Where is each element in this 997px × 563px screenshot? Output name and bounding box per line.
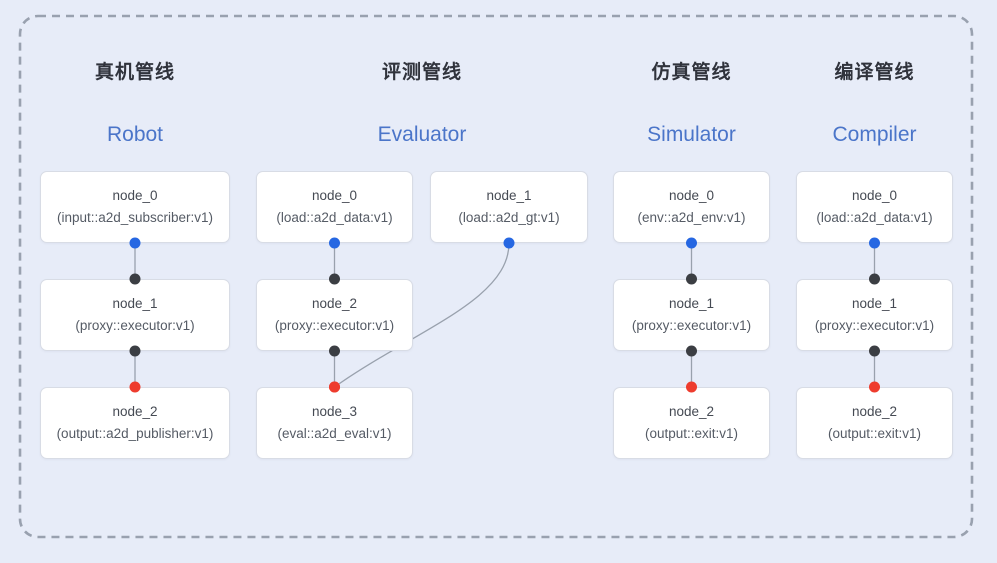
node-type: (proxy::executor:v1) — [75, 318, 195, 333]
node-type: (proxy::executor:v1) — [631, 318, 752, 333]
node-type: (env::a2d_env:v1) — [637, 210, 746, 225]
pipeline-node-simulator-node_2: node_2(output::exit:v1) — [613, 387, 770, 459]
node-type: (input::a2d_subscriber:v1) — [56, 210, 214, 225]
pipeline-title-en: Compiler — [832, 123, 917, 146]
pipeline-node-evaluator-node_1: node_1(load::a2d_gt:v1) — [430, 171, 588, 243]
node-type: (output::a2d_publisher:v1) — [56, 426, 214, 441]
node-name: node_1 — [112, 295, 158, 311]
pipeline-title-cn: 仿真管线 — [651, 62, 732, 83]
node-type: (load::a2d_data:v1) — [276, 210, 393, 225]
pipeline-node-robot-node_1: node_1(proxy::executor:v1) — [40, 279, 230, 351]
node-type: (load::a2d_data:v1) — [816, 210, 933, 225]
pipeline-node-simulator-node_0: node_0(env::a2d_env:v1) — [613, 171, 770, 243]
pipeline-node-robot-node_0: node_0(input::a2d_subscriber:v1) — [40, 171, 230, 243]
pipeline-title-cn: 编译管线 — [834, 62, 915, 83]
pipeline-node-evaluator-node_3: node_3(eval::a2d_eval:v1) — [256, 387, 413, 459]
pipeline-header-compiler: 编译管线 Compiler — [796, 60, 953, 148]
node-name: node_1 — [851, 295, 898, 311]
pipeline-node-compiler-node_0: node_0(load::a2d_data:v1) — [796, 171, 953, 243]
node-name: node_0 — [851, 187, 898, 203]
node-type: (proxy::executor:v1) — [274, 318, 395, 333]
pipeline-node-evaluator-node_2: node_2(proxy::executor:v1) — [256, 279, 413, 351]
node-type: (output::exit:v1) — [827, 426, 922, 441]
node-name: node_2 — [311, 295, 358, 311]
pipeline-node-robot-node_2: node_2(output::a2d_publisher:v1) — [40, 387, 230, 459]
node-type: (output::exit:v1) — [644, 426, 739, 441]
node-type: (proxy::executor:v1) — [814, 318, 935, 333]
node-type: (load::a2d_gt:v1) — [458, 210, 560, 225]
pipeline-title-en: Simulator — [647, 123, 736, 146]
node-name: node_1 — [668, 295, 715, 311]
pipeline-node-compiler-node_1: node_1(proxy::executor:v1) — [796, 279, 953, 351]
pipeline-header-robot: 真机管线 Robot — [40, 60, 230, 148]
pipeline-title-cn: 真机管线 — [94, 62, 175, 83]
pipeline-header-simulator: 仿真管线 Simulator — [613, 60, 770, 148]
pipeline-title-en: Robot — [106, 123, 164, 146]
pipeline-title-en: Evaluator — [377, 123, 467, 146]
node-name: node_0 — [668, 187, 715, 203]
pipeline-node-simulator-node_1: node_1(proxy::executor:v1) — [613, 279, 770, 351]
node-type: (eval::a2d_eval:v1) — [277, 426, 392, 441]
node-name: node_0 — [311, 187, 358, 203]
pipeline-node-compiler-node_2: node_2(output::exit:v1) — [796, 387, 953, 459]
node-name: node_2 — [112, 403, 158, 419]
node-name: node_1 — [486, 187, 532, 203]
node-name: node_3 — [311, 403, 358, 419]
pipeline-header-evaluator: 评测管线 Evaluator — [256, 60, 588, 148]
node-name: node_2 — [851, 403, 898, 419]
node-name: node_0 — [112, 187, 158, 203]
edge-curve — [334, 242, 510, 388]
pipeline-node-evaluator-node_0: node_0(load::a2d_data:v1) — [256, 171, 413, 243]
pipeline-title-cn: 评测管线 — [381, 62, 462, 83]
node-name: node_2 — [668, 403, 715, 419]
